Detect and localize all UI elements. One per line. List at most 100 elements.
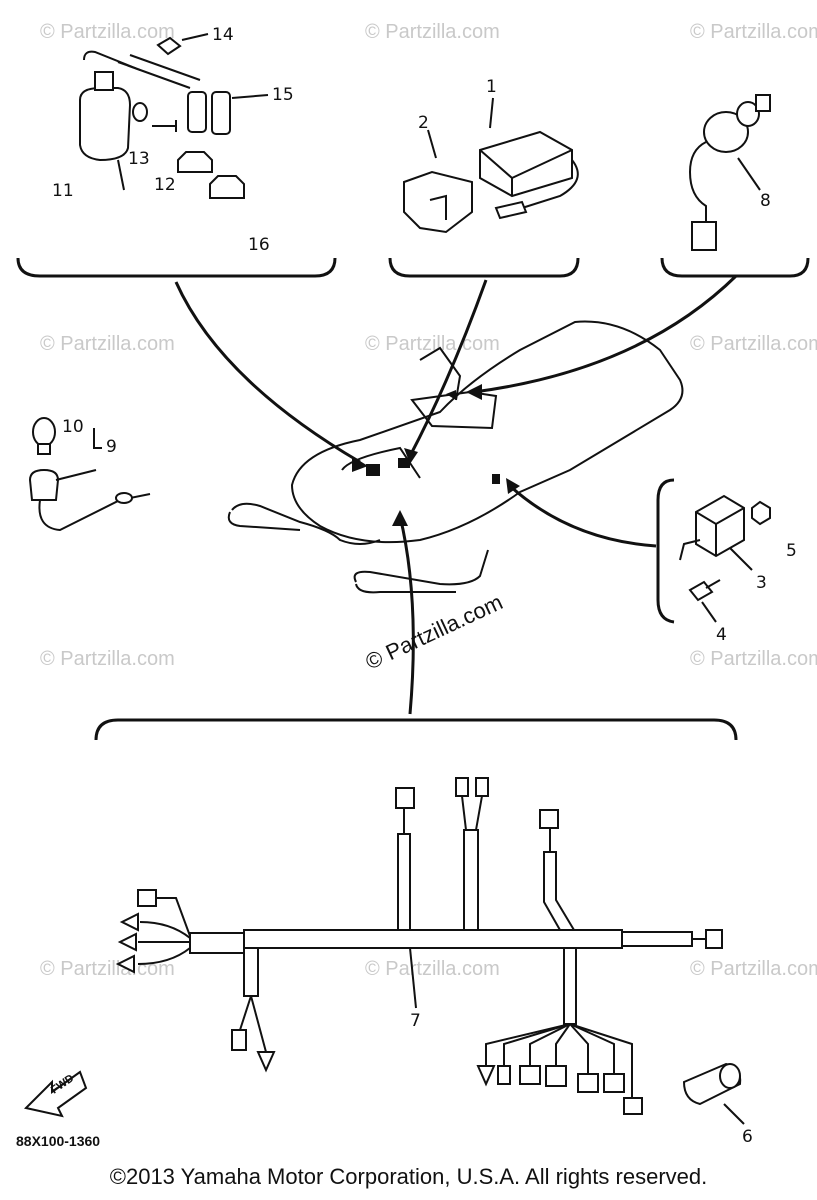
rectifier-location-mark xyxy=(492,474,500,484)
callout-6: 6 xyxy=(742,1127,753,1147)
watermark: © Partzilla.com xyxy=(40,958,175,980)
coil-top-shape xyxy=(94,71,114,91)
leader-line xyxy=(409,947,417,1009)
callout-12: 12 xyxy=(154,175,176,195)
nut-shape xyxy=(751,500,771,526)
callout-1: 1 xyxy=(486,77,497,97)
bulb-base-shape xyxy=(37,443,51,455)
harness-branch xyxy=(485,1023,571,1066)
switch-location-mark xyxy=(446,390,456,400)
bolt-shank-shape xyxy=(705,579,721,589)
harness-branch-sleeve xyxy=(463,829,479,931)
bulb-group: 10 9 xyxy=(28,417,151,532)
pointer-curve xyxy=(398,515,415,715)
harness-group-bracket xyxy=(94,718,738,741)
bolt-shape xyxy=(152,120,177,132)
snowmobile-body xyxy=(227,320,684,594)
leader-line xyxy=(427,129,437,159)
cap-part-shape xyxy=(156,36,182,56)
coil-lead-shape xyxy=(83,50,141,71)
pointer-arrowhead xyxy=(392,510,408,526)
fuse-holder-end xyxy=(719,1063,741,1089)
leader-line xyxy=(489,97,494,129)
harness-branch xyxy=(239,995,267,1053)
harness-branch xyxy=(137,947,191,965)
snowmobile-hood-shape xyxy=(290,320,684,544)
rectifier-group: 5 3 4 xyxy=(656,478,797,645)
harness-connector xyxy=(519,1065,541,1085)
harness-left-shape xyxy=(189,932,245,954)
watermark: © Partzilla.com xyxy=(40,21,175,43)
cdi-wire-shape xyxy=(521,159,579,209)
harness-branch-sleeve xyxy=(563,947,577,1025)
washer-shape xyxy=(132,102,148,122)
group-bracket xyxy=(16,257,337,278)
leader-line xyxy=(737,157,761,191)
callout-15: 15 xyxy=(272,85,294,105)
pointer-curve xyxy=(508,484,657,548)
leader-line xyxy=(701,601,717,623)
cdi-location-mark xyxy=(366,464,380,476)
harness-connector xyxy=(623,1097,643,1115)
center-watermark: © Partzilla.com xyxy=(362,589,507,674)
socket-wire-shape xyxy=(38,493,151,532)
callout-8: 8 xyxy=(760,191,771,211)
cdi-unit-edge xyxy=(479,149,573,196)
leader-line xyxy=(723,1103,745,1125)
switch-wire-shape xyxy=(688,141,707,222)
harness-right-shape xyxy=(621,931,693,947)
harness-connector xyxy=(475,777,489,797)
harness-branch xyxy=(569,1023,615,1074)
harness-branch-sleeve xyxy=(243,947,259,997)
bracket-shape xyxy=(403,170,473,234)
switch-body-shape xyxy=(703,111,749,153)
watermark: © Partzilla.com xyxy=(365,958,500,980)
harness-connector xyxy=(497,1065,511,1085)
key-shape xyxy=(755,94,771,112)
fwd-arrow-icon xyxy=(24,1070,88,1118)
leader-line xyxy=(55,469,97,481)
ground-wire-shape xyxy=(117,159,125,191)
callout-11: 11 xyxy=(52,181,74,201)
diagram-code: 88X100-1360 xyxy=(16,1133,100,1149)
harness-branch xyxy=(503,1023,571,1066)
wire-connector-shape xyxy=(115,492,133,504)
harness-connector xyxy=(455,777,469,797)
harness-branch xyxy=(555,1023,571,1066)
group-bracket xyxy=(660,257,810,278)
terminal-arrow xyxy=(117,932,137,952)
harness-branch xyxy=(461,795,483,831)
left-ski-shape xyxy=(231,502,381,545)
pointer-arrowhead xyxy=(506,478,520,494)
bracket-slot xyxy=(429,194,447,220)
bulb-shape xyxy=(32,417,56,447)
connector-shape xyxy=(494,200,528,220)
harness-end-connector xyxy=(705,929,723,949)
left-ski-tip xyxy=(227,511,301,531)
rectifier-edge xyxy=(695,507,745,556)
group-bracket xyxy=(388,257,580,278)
watermark: © Partzilla.com xyxy=(690,648,817,670)
harness-connector xyxy=(137,889,157,907)
watermark: © Partzilla.com xyxy=(690,333,817,355)
panel-shape xyxy=(341,446,421,479)
rectifier-shape xyxy=(695,494,745,558)
socket-shape xyxy=(28,468,60,501)
plug-wire-shape xyxy=(129,54,201,81)
callout-10: 10 xyxy=(62,417,84,437)
callout-14: 14 xyxy=(212,25,234,45)
terminal-arrow xyxy=(115,954,135,974)
pointer-curve xyxy=(174,281,361,464)
windshield-shape xyxy=(419,346,462,401)
harness-branch-sleeve xyxy=(543,851,576,931)
wire-harness-group: 7 xyxy=(115,777,723,1115)
pointer-curve xyxy=(473,274,738,394)
electrical-diagram-svg: © Partzilla.com © Partzilla.com © Partzi… xyxy=(16,21,817,1149)
harness-connector xyxy=(231,1029,247,1051)
leader-line xyxy=(231,94,269,99)
pointer-arrowhead xyxy=(404,448,418,464)
pointer-arrowhead xyxy=(352,456,368,472)
harness-branch xyxy=(569,1023,589,1074)
terminal-arrow xyxy=(256,1051,276,1073)
